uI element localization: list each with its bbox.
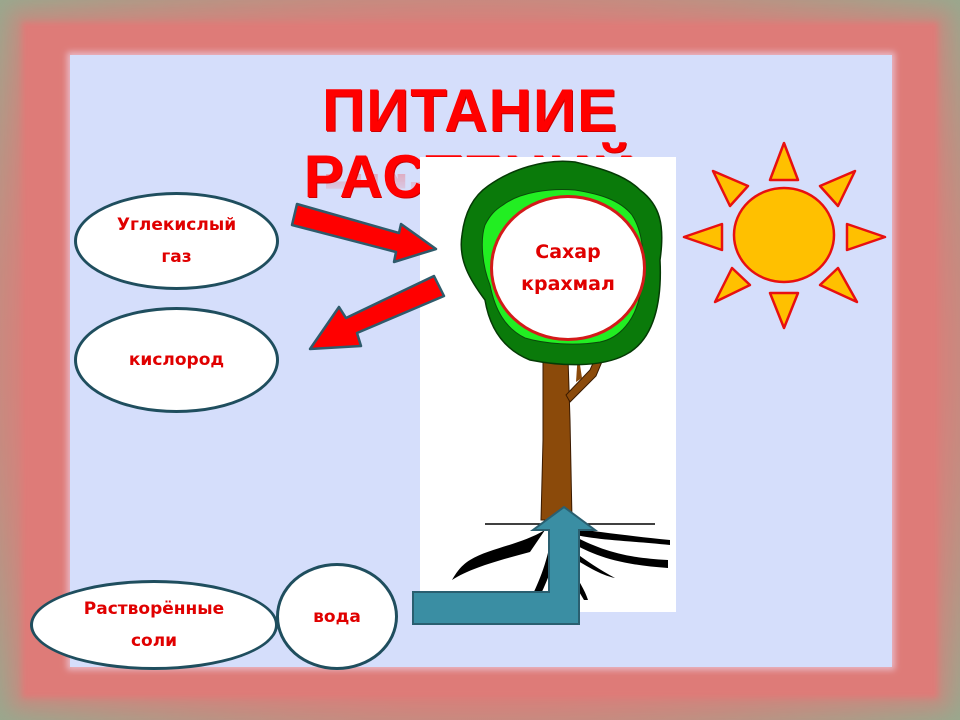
salts-label-line2: соли: [130, 631, 178, 651]
arrow-up-bent-icon: [412, 505, 599, 625]
sugar-label: Сахар: [535, 241, 601, 263]
co2-label-line2: газ: [161, 247, 192, 267]
co2-label-line1: Углекислый: [116, 215, 237, 235]
salts-label-line1: Растворённые: [83, 599, 225, 619]
oxygen-label: кислород: [128, 350, 225, 370]
node-oxygen: кислород: [74, 307, 279, 413]
arrow-right-down-icon: [290, 202, 438, 264]
node-sugar-starch: Сахар крахмал: [490, 195, 646, 341]
sun-icon: [682, 141, 887, 330]
arrow-left-down-icon: [308, 274, 446, 351]
starch-label: крахмал: [521, 273, 615, 295]
node-carbon-dioxide: Углекислый газ: [74, 192, 279, 290]
node-water: вода: [276, 563, 398, 670]
water-label: вода: [313, 606, 361, 627]
node-dissolved-salts: Растворённые соли: [30, 580, 278, 670]
